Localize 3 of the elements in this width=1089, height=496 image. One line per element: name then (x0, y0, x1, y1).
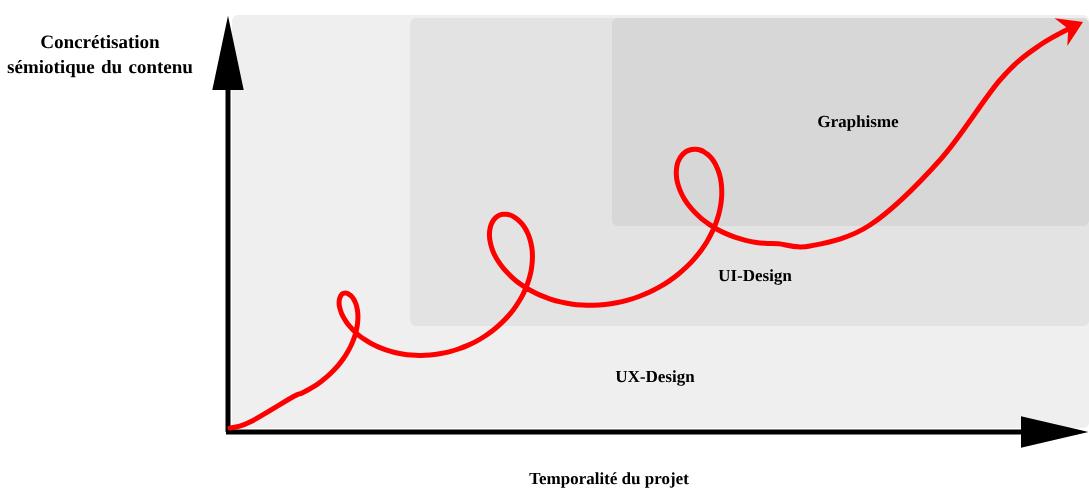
design-area: Graphisme (612, 18, 1089, 226)
axis-label: Temporalité du projet (529, 472, 689, 488)
axis-label: Concrétisation sémiotique du contenu (7, 34, 193, 78)
